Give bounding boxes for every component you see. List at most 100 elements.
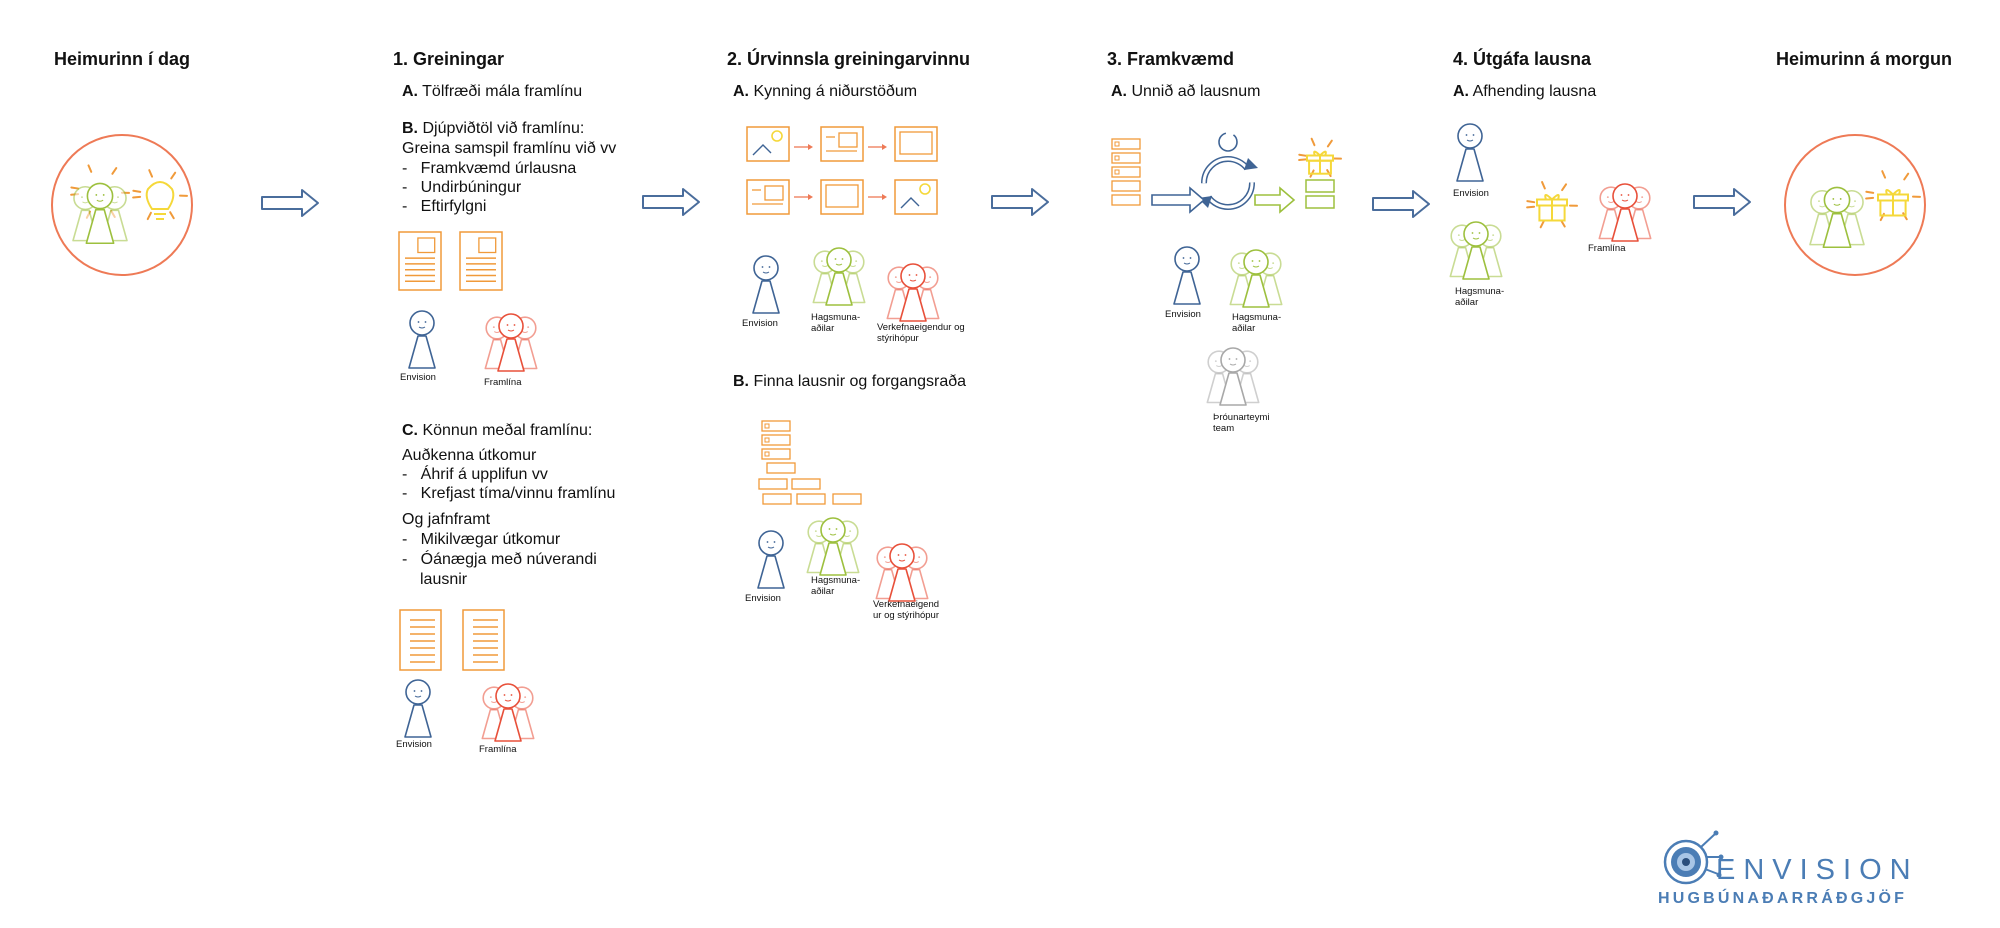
person-icon — [494, 683, 522, 742]
label-envision: Envision — [742, 318, 778, 329]
gift-icon — [1536, 194, 1568, 222]
group-icon — [806, 517, 860, 576]
small-refresh-icon — [1218, 132, 1238, 152]
right-arrow-icon — [991, 188, 1049, 216]
label-stakeholders: Hagsmuna-aðilar — [811, 312, 861, 334]
stacked-list-icon — [761, 420, 791, 460]
group-icon — [812, 247, 866, 306]
list-document-icon — [399, 609, 442, 671]
label-stakeholders: Hagsmuna-aðilar — [811, 575, 861, 597]
flow-arrow — [991, 188, 1049, 216]
analysis-c-bullet: - Krefjast tíma/vinnu framlínu — [402, 485, 616, 502]
tomorrow-circle-illustration — [1784, 134, 1926, 276]
analysis-b-line: Greina samspil framlínu við vv — [402, 140, 617, 157]
processing-b-heading: B. Finna lausnir og forgangsraða — [733, 373, 967, 390]
group-icon — [1809, 186, 1865, 249]
label-envision: Envision — [396, 739, 432, 750]
person-icon — [408, 310, 436, 369]
slide-icon — [746, 126, 790, 162]
slide-icon — [820, 126, 864, 162]
person-icon — [757, 530, 785, 589]
label-envision: Envision — [1165, 309, 1201, 320]
analysis-b-bullet: - Eftirfylgni — [402, 198, 487, 215]
person-icon — [1611, 183, 1639, 242]
label-frontline: Framlína — [484, 377, 522, 388]
document-icon — [459, 231, 503, 291]
group-icon — [1449, 221, 1503, 280]
right-arrow-icon — [1372, 190, 1430, 218]
slide-icon — [894, 126, 938, 162]
today-circle-illustration — [51, 134, 193, 276]
release-graphics — [1449, 123, 1652, 280]
small-arrow-icon — [794, 194, 813, 200]
group-icon — [72, 182, 128, 245]
execution-graphics — [1111, 132, 1342, 406]
person-icon — [1219, 347, 1247, 406]
logo-tagline: HUGBÚNAÐARRÁÐGJÖF — [1658, 890, 1908, 907]
flow-arrow — [261, 189, 319, 217]
document-icon — [398, 231, 442, 291]
label-frontline: Framlína — [1588, 243, 1626, 254]
analysis-c-intro: Auðkenna útkomur — [402, 447, 537, 464]
gift-icon — [1306, 150, 1334, 175]
label-stakeholders: Hagsmuna-aðilar — [1455, 286, 1505, 308]
processing-a-heading: A. Kynning á niðurstöðum — [733, 83, 918, 100]
analysis-c-heading: C. Könnun meðal framlínu: — [402, 422, 593, 439]
small-arrow-icon — [868, 194, 887, 200]
bar-row-icon — [758, 462, 862, 505]
group-icon — [1229, 249, 1283, 308]
title-today: Heimurinn í dag — [54, 49, 191, 69]
analysis-a-heading: A. Tölfræði mála framlínu — [402, 83, 583, 100]
right-arrow-icon — [261, 189, 319, 217]
small-arrow-icon — [868, 144, 887, 150]
flow-arrow — [1372, 190, 1430, 218]
right-arrow-icon — [642, 188, 700, 216]
label-envision: Envision — [400, 372, 436, 383]
person-icon — [1456, 123, 1484, 182]
release-a-heading: A. Afhending lausna — [1453, 83, 1597, 100]
label-envision: Envision — [1453, 188, 1489, 199]
eye-logo-icon — [1663, 830, 1724, 885]
analysis-c-bullet-cont: lausnir — [420, 571, 468, 588]
analysis-graphics — [398, 231, 538, 742]
person-icon — [1462, 221, 1490, 280]
slide-icon — [746, 179, 790, 215]
small-arrow-icon — [794, 144, 813, 150]
group-icon — [484, 313, 538, 372]
title-execution: 3. Framkvæmd — [1107, 49, 1235, 69]
lightbulb-icon — [145, 181, 175, 220]
person-icon — [1242, 249, 1270, 308]
stacked-list-icon — [1111, 138, 1141, 192]
title-release: 4. Útgáfa lausna — [1453, 49, 1592, 69]
execution-a-heading: A. Unnið að lausnum — [1111, 83, 1261, 100]
analysis-b-bullet: - Framkvæmd úrlausna — [402, 160, 577, 177]
slide-icon — [820, 179, 864, 215]
title-tomorrow: Heimurinn á morgun — [1776, 49, 1953, 69]
flow-arrow — [1693, 188, 1751, 216]
sparkle-icon — [132, 169, 188, 221]
group-icon — [875, 543, 929, 602]
person-icon — [819, 517, 847, 576]
person-icon — [497, 313, 525, 372]
label-frontline: Framlína — [479, 744, 517, 755]
analysis-c-bullet: - Óánægja með núverandi — [402, 551, 597, 568]
label-envision: Envision — [745, 593, 781, 604]
person-icon — [752, 255, 780, 314]
analysis-c-bullet: - Áhrif á upplifun vv — [402, 466, 548, 483]
group-icon — [481, 683, 535, 742]
group-icon — [1206, 347, 1260, 406]
person-icon — [888, 543, 916, 602]
analysis-b-heading: B. Djúpviðtöl við framlínu: — [402, 120, 585, 137]
person-icon — [899, 263, 927, 322]
processing-graphics — [746, 126, 940, 602]
stacked-bars-icon — [1305, 179, 1335, 209]
envision-logo: ENVISION HUGBÚNAÐARRÁÐGJÖF — [1658, 830, 1958, 910]
person-icon — [85, 182, 115, 245]
list-document-icon — [462, 609, 505, 671]
title-analysis: 1. Greiningar — [393, 49, 505, 69]
sparkle-icon — [1526, 181, 1578, 229]
flow-arrow — [642, 188, 700, 216]
